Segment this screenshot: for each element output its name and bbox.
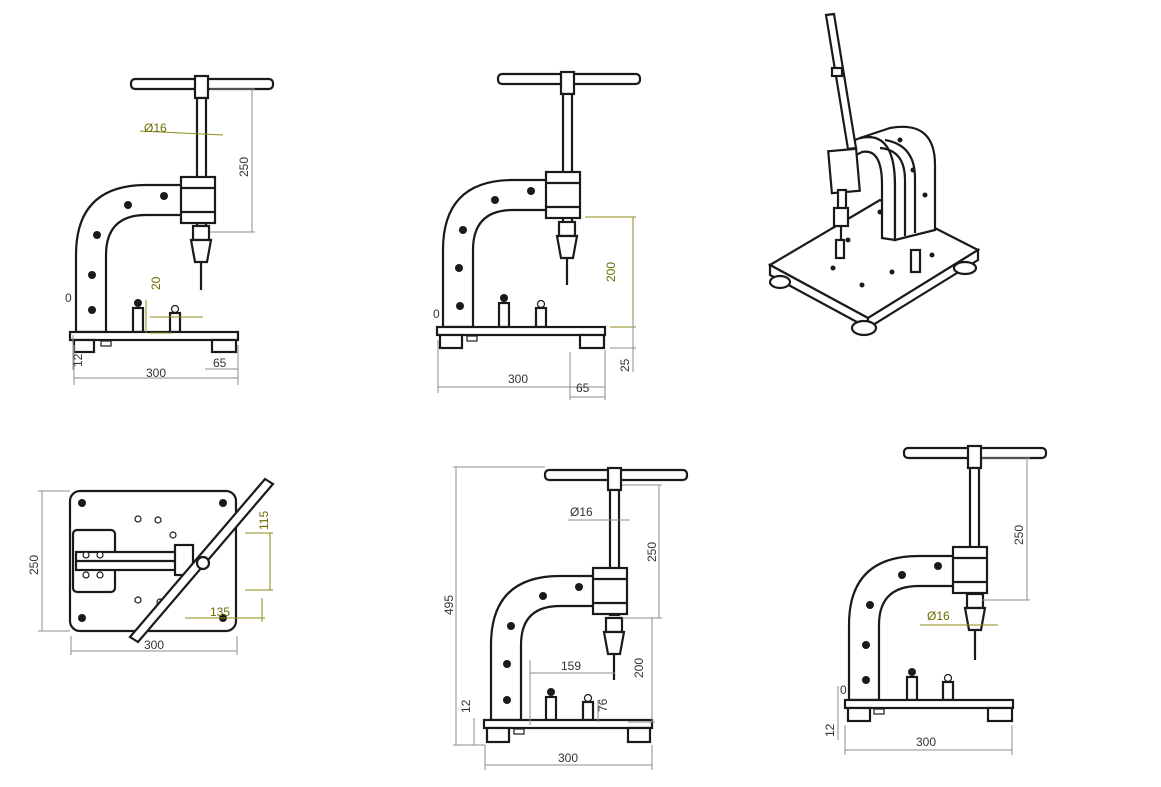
dim-offset-x: 135 — [210, 605, 230, 619]
dim-foot-width: 65 — [576, 381, 590, 395]
dim-foot-height: 25 — [618, 358, 632, 372]
dim-base-width: 300 — [916, 735, 936, 749]
dim-base-thickness: 12 — [823, 723, 837, 737]
dim-base-thickness: 12 — [71, 353, 85, 367]
dim-width: 300 — [144, 638, 164, 652]
dim-depth: 250 — [27, 555, 41, 575]
dim-throat-height: 200 — [632, 658, 646, 678]
dim-zero: 0 — [840, 683, 847, 697]
dim-handle-height: 250 — [1012, 525, 1026, 545]
dim-throat-height: 200 — [604, 262, 618, 282]
view-front-left: Ø16 250 20 0 12 300 65 — [65, 74, 275, 385]
dim-handle-height: 250 — [645, 542, 659, 562]
dim-post-height: 76 — [596, 698, 610, 712]
dim-offset-y: 115 — [257, 511, 271, 530]
dim-zero: 0 — [65, 291, 72, 305]
view-front-bottom: 495 Ø16 250 159 200 76 12 300 — [442, 466, 689, 770]
view-front-right: 250 Ø16 0 12 300 — [823, 444, 1048, 755]
dim-zero: 0 — [433, 307, 440, 321]
dim-diameter: Ø16 — [927, 609, 950, 623]
dim-throat-depth: 159 — [561, 659, 581, 673]
dim-stroke: 20 — [149, 276, 163, 290]
dim-foot-width: 65 — [213, 356, 227, 370]
view-front-middle: 200 0 300 65 25 — [433, 70, 642, 400]
dim-base-width: 300 — [146, 366, 166, 380]
dim-overall-height: 495 — [442, 595, 456, 615]
dim-base-width: 300 — [508, 372, 528, 386]
view-top: 250 300 115 135 — [27, 477, 275, 655]
view-isometric — [767, 12, 981, 337]
dim-base-width: 300 — [558, 751, 578, 765]
dim-diameter: Ø16 — [144, 121, 167, 135]
dim-handle-height: 250 — [237, 157, 251, 177]
dim-base-thickness: 12 — [459, 699, 473, 713]
dim-diameter: Ø16 — [570, 505, 593, 519]
